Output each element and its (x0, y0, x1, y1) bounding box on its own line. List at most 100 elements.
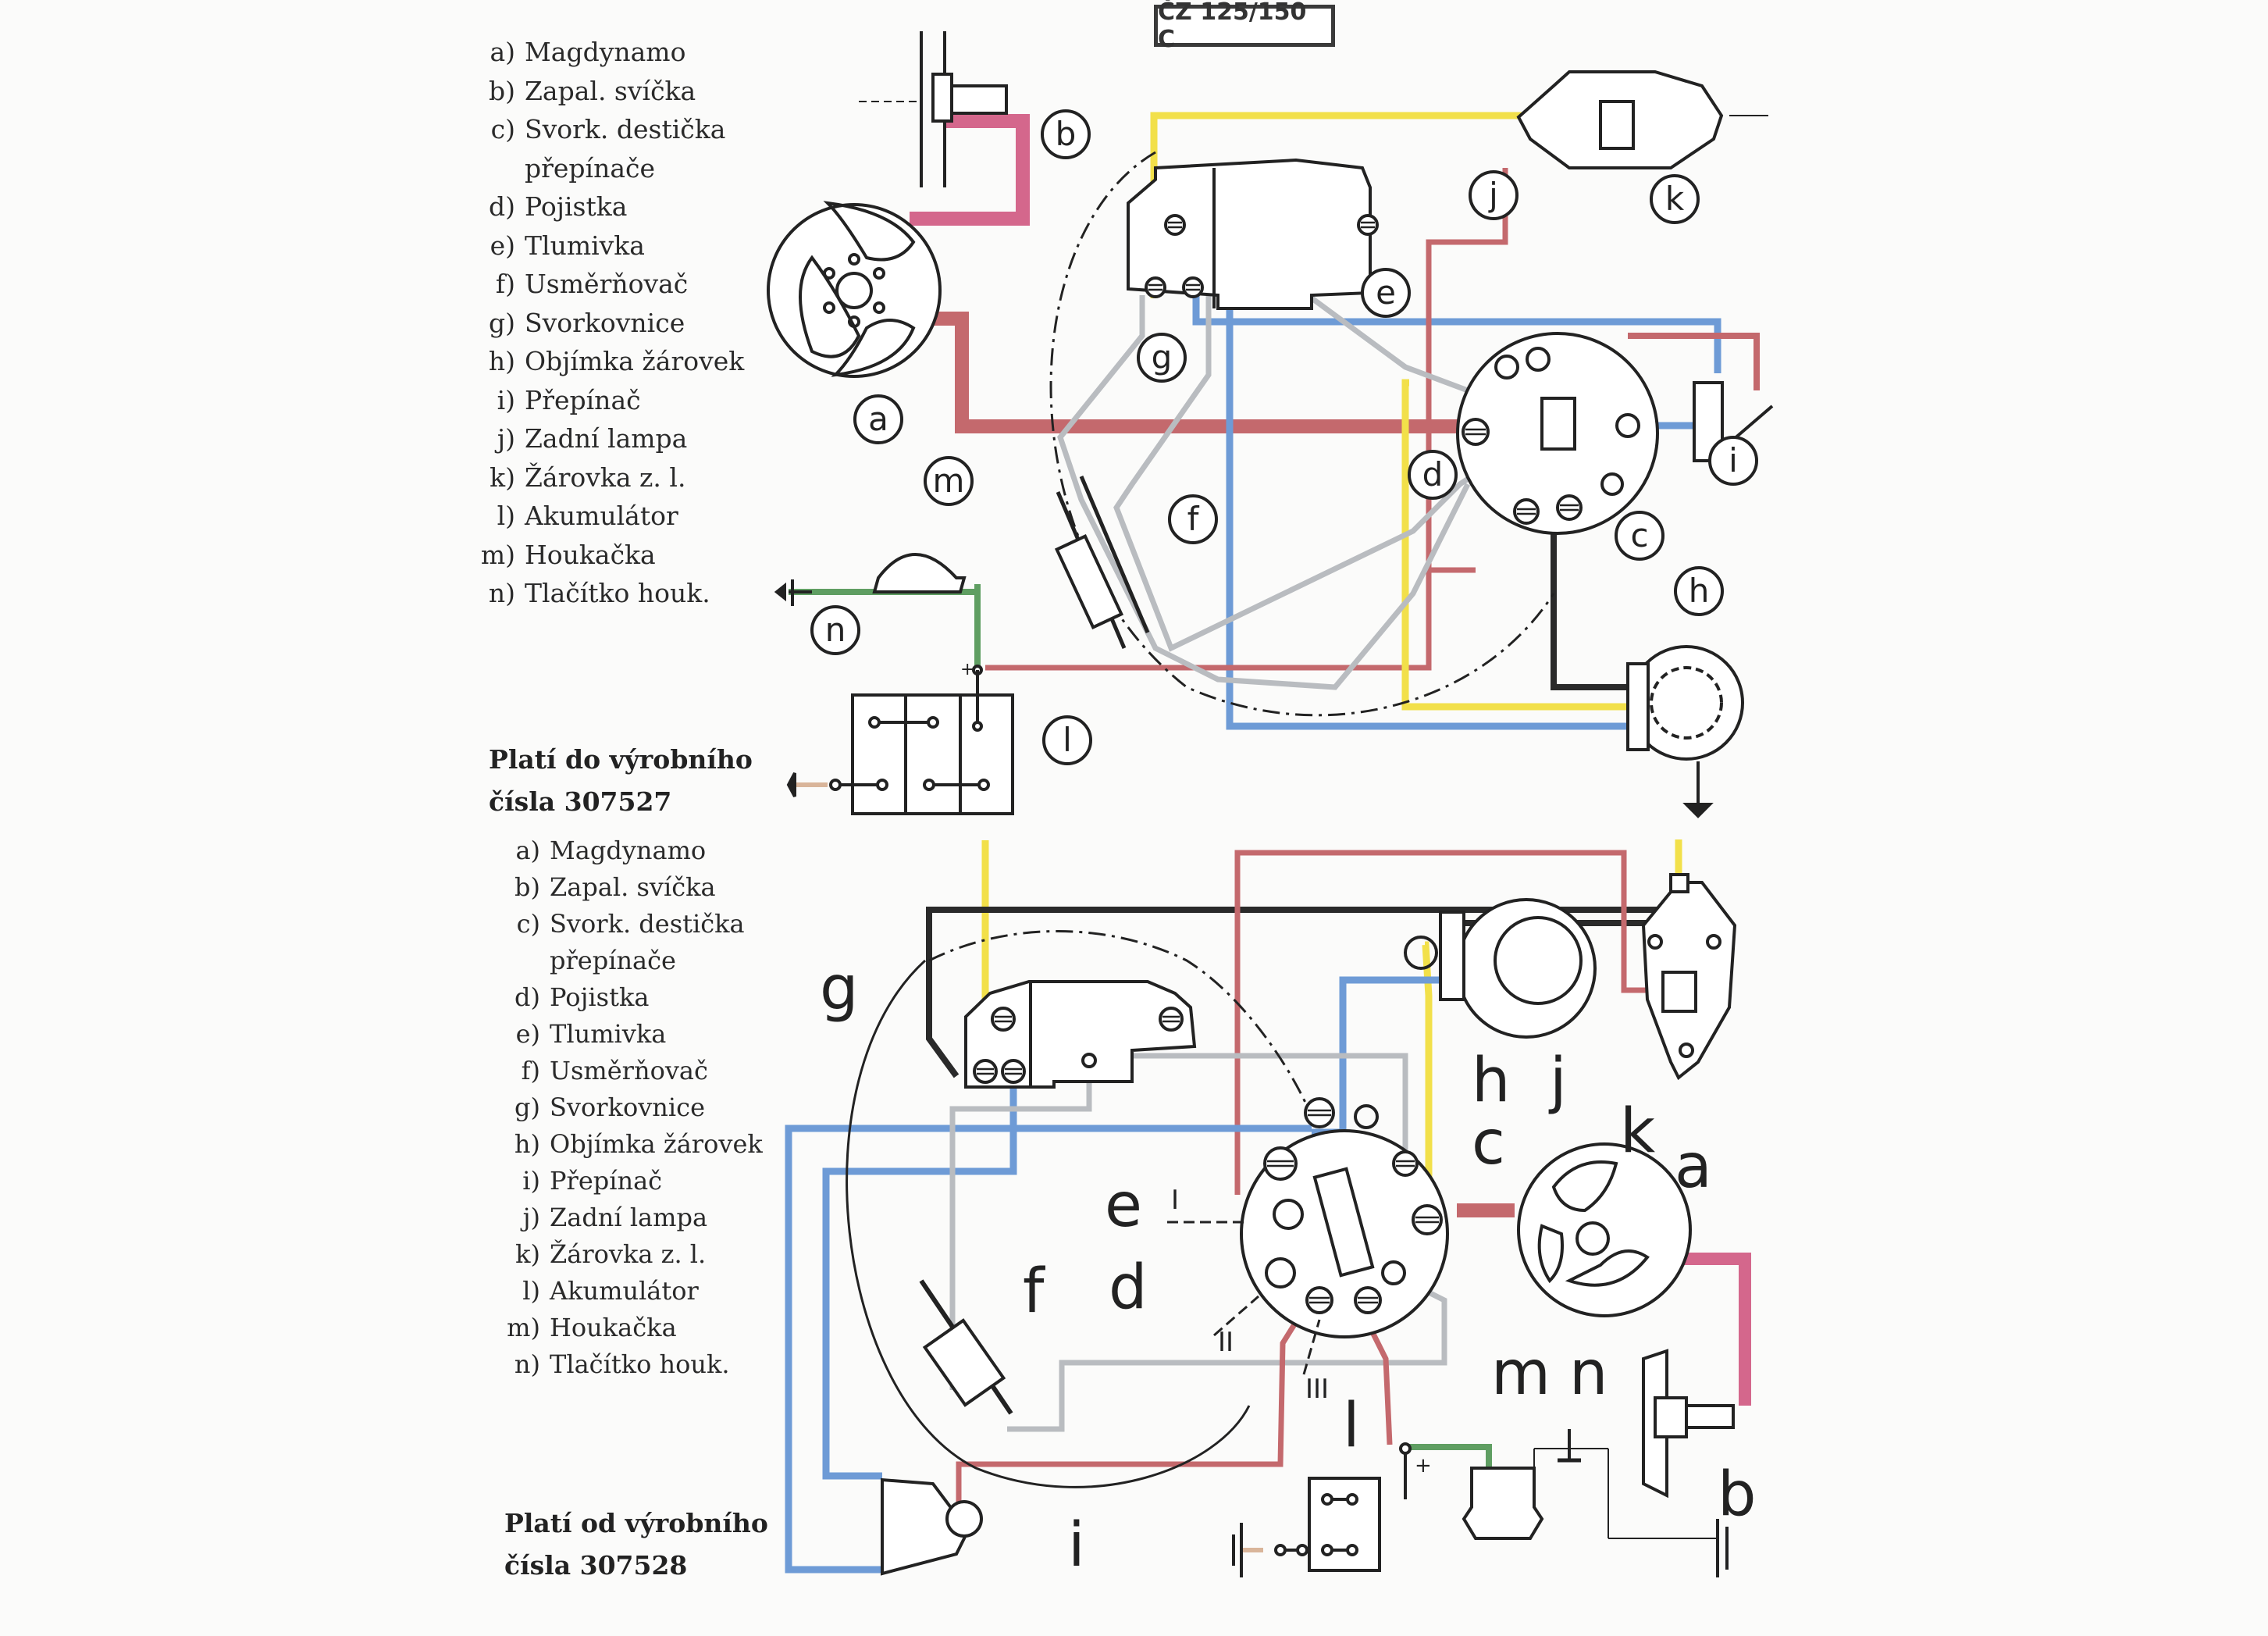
switch-terminal (1556, 494, 1583, 521)
rear-lamp-bulb-bottom (1661, 971, 1697, 1013)
legend-key: d) (489, 191, 515, 222)
legend-label: Žárovka z. l. (550, 1239, 707, 1269)
magdynamo-hub-bottom (1575, 1221, 1610, 1256)
callout-c: c (1630, 516, 1648, 554)
legend-item: b)Zapal. svíčka (490, 869, 763, 906)
legend-item: n)Tlačítko houk. (465, 574, 744, 613)
horn-top (872, 553, 967, 593)
legend-item: e)Tlumivka (465, 226, 744, 266)
terminal-block-bottom (964, 980, 1197, 1089)
magdynamo-pole (823, 201, 916, 262)
fuse-holder-top (1540, 397, 1576, 451)
legend-key: f) (495, 269, 515, 299)
label-b: b (1718, 1460, 1757, 1530)
legend-key: e) (515, 1019, 540, 1049)
legend-key: m) (507, 1313, 540, 1342)
callout-d-ring (1408, 450, 1458, 500)
wire-green-horn-b (1405, 1444, 1492, 1468)
callout-j: j (1488, 176, 1498, 214)
legend-label: Tlumivka (525, 230, 645, 261)
legend-label: Objímka žárovek (550, 1129, 763, 1159)
switch-terminal (1354, 1286, 1382, 1314)
legend-key: c) (490, 114, 515, 144)
rear-lamp-bulb-top (1599, 100, 1635, 150)
terminal-block-top (1127, 158, 1372, 310)
label-m: m (1491, 1338, 1551, 1409)
legend-label: Tlačítko houk. (550, 1349, 730, 1379)
battery-post (1346, 1544, 1358, 1556)
legend-item: d)Pojistka (490, 979, 763, 1016)
rear-lamp-screw (1647, 934, 1663, 950)
legend-label: Zadní lampa (525, 423, 688, 454)
wire-red-battery (985, 570, 1432, 671)
callout-i: i (1729, 441, 1738, 479)
terminal-screw (1357, 214, 1379, 236)
label-j: j (1548, 1046, 1567, 1116)
terminal-screw (1164, 214, 1186, 236)
terminal-screw (991, 1007, 1016, 1032)
legend-item: c)Svork. destička (465, 110, 744, 149)
legend-key: b) (514, 872, 540, 902)
validity-line-1: Platí do výrobního (489, 744, 753, 775)
spark-plug-insulator (950, 84, 1008, 115)
wire-generator-main (933, 312, 1466, 433)
position-pointer-II (1213, 1295, 1259, 1337)
magdynamo-pole (1551, 1160, 1618, 1213)
legend-item: g)Svorkovnice (490, 1089, 763, 1126)
legend-label: Usměrňovač (550, 1056, 708, 1085)
legend-label-continuation: přepínače (550, 946, 676, 975)
wire-yellow-headlamp (1401, 379, 1628, 711)
legend-label: Usměrňovač (525, 269, 689, 299)
magdynamo-bolt (873, 301, 885, 314)
legend-key: h) (488, 346, 515, 376)
legend-item: h)Objímka žárovek (465, 342, 744, 381)
wire-red-switch-b (956, 1310, 1305, 1511)
callout-c-ring (1615, 511, 1665, 561)
legend-key: n) (488, 578, 515, 608)
legend-item: m)Houkačka (490, 1310, 763, 1346)
position-pointer-III (1302, 1319, 1321, 1375)
switch-terminal (1412, 1204, 1443, 1235)
callout-m: m (933, 462, 965, 500)
switch-terminal (1263, 1146, 1298, 1181)
legend-item: h)Objímka žárovek (490, 1126, 763, 1163)
legend-item: j)Zadní lampa (490, 1199, 763, 1236)
rear-lamp-entry (1669, 873, 1689, 893)
battery-post (876, 779, 888, 791)
legend-item: d)Pojistka (465, 187, 744, 226)
battery-post (1346, 1493, 1358, 1506)
legend-label: Tlumivka (550, 1019, 667, 1049)
headlamp-socket-inner (1650, 666, 1723, 740)
legend-label: Zadní lampa (550, 1203, 708, 1232)
wire-grey-2 (1113, 295, 1485, 652)
switch-position-I: I (1171, 1185, 1179, 1216)
legend-item: j)Zadní lampa (465, 419, 744, 458)
legend-item: l)Akumulátor (490, 1273, 763, 1310)
battery-plus-label: + (960, 660, 974, 679)
callout-f: f (1187, 500, 1200, 538)
label-h: h (1472, 1046, 1510, 1116)
switch-terminal (1513, 498, 1540, 525)
legend-label: Žárovka z. l. (525, 462, 686, 493)
wire-black-headlamp-b (926, 907, 1658, 1078)
callout-i-ring (1708, 436, 1758, 486)
legend-item: e) Tlumivka (490, 1016, 763, 1053)
battery-terminal (1399, 1442, 1412, 1455)
wire-red-switch (1628, 333, 1760, 390)
legend-key: a) (515, 836, 540, 865)
callout-h: h (1689, 572, 1710, 610)
legend-label: Akumulátor (550, 1276, 699, 1306)
label-n: n (1569, 1338, 1608, 1409)
magdynamo-bolt (848, 253, 860, 266)
callout-n-ring (810, 605, 860, 655)
legend-key: m) (480, 539, 515, 570)
label-f: f (1023, 1256, 1045, 1327)
label-d: d (1109, 1253, 1148, 1323)
legend-label: Přepínač (550, 1166, 663, 1196)
legend-item: k)Žárovka z. l. (490, 1236, 763, 1273)
battery-post (927, 716, 939, 729)
wire-blue-switch-b (785, 1125, 1312, 1574)
validity-line-2: čísla 307528 (504, 1550, 688, 1581)
legend-label: Zapal. svíčka (525, 75, 696, 106)
legend-item: i)Přepínač (490, 1163, 763, 1199)
